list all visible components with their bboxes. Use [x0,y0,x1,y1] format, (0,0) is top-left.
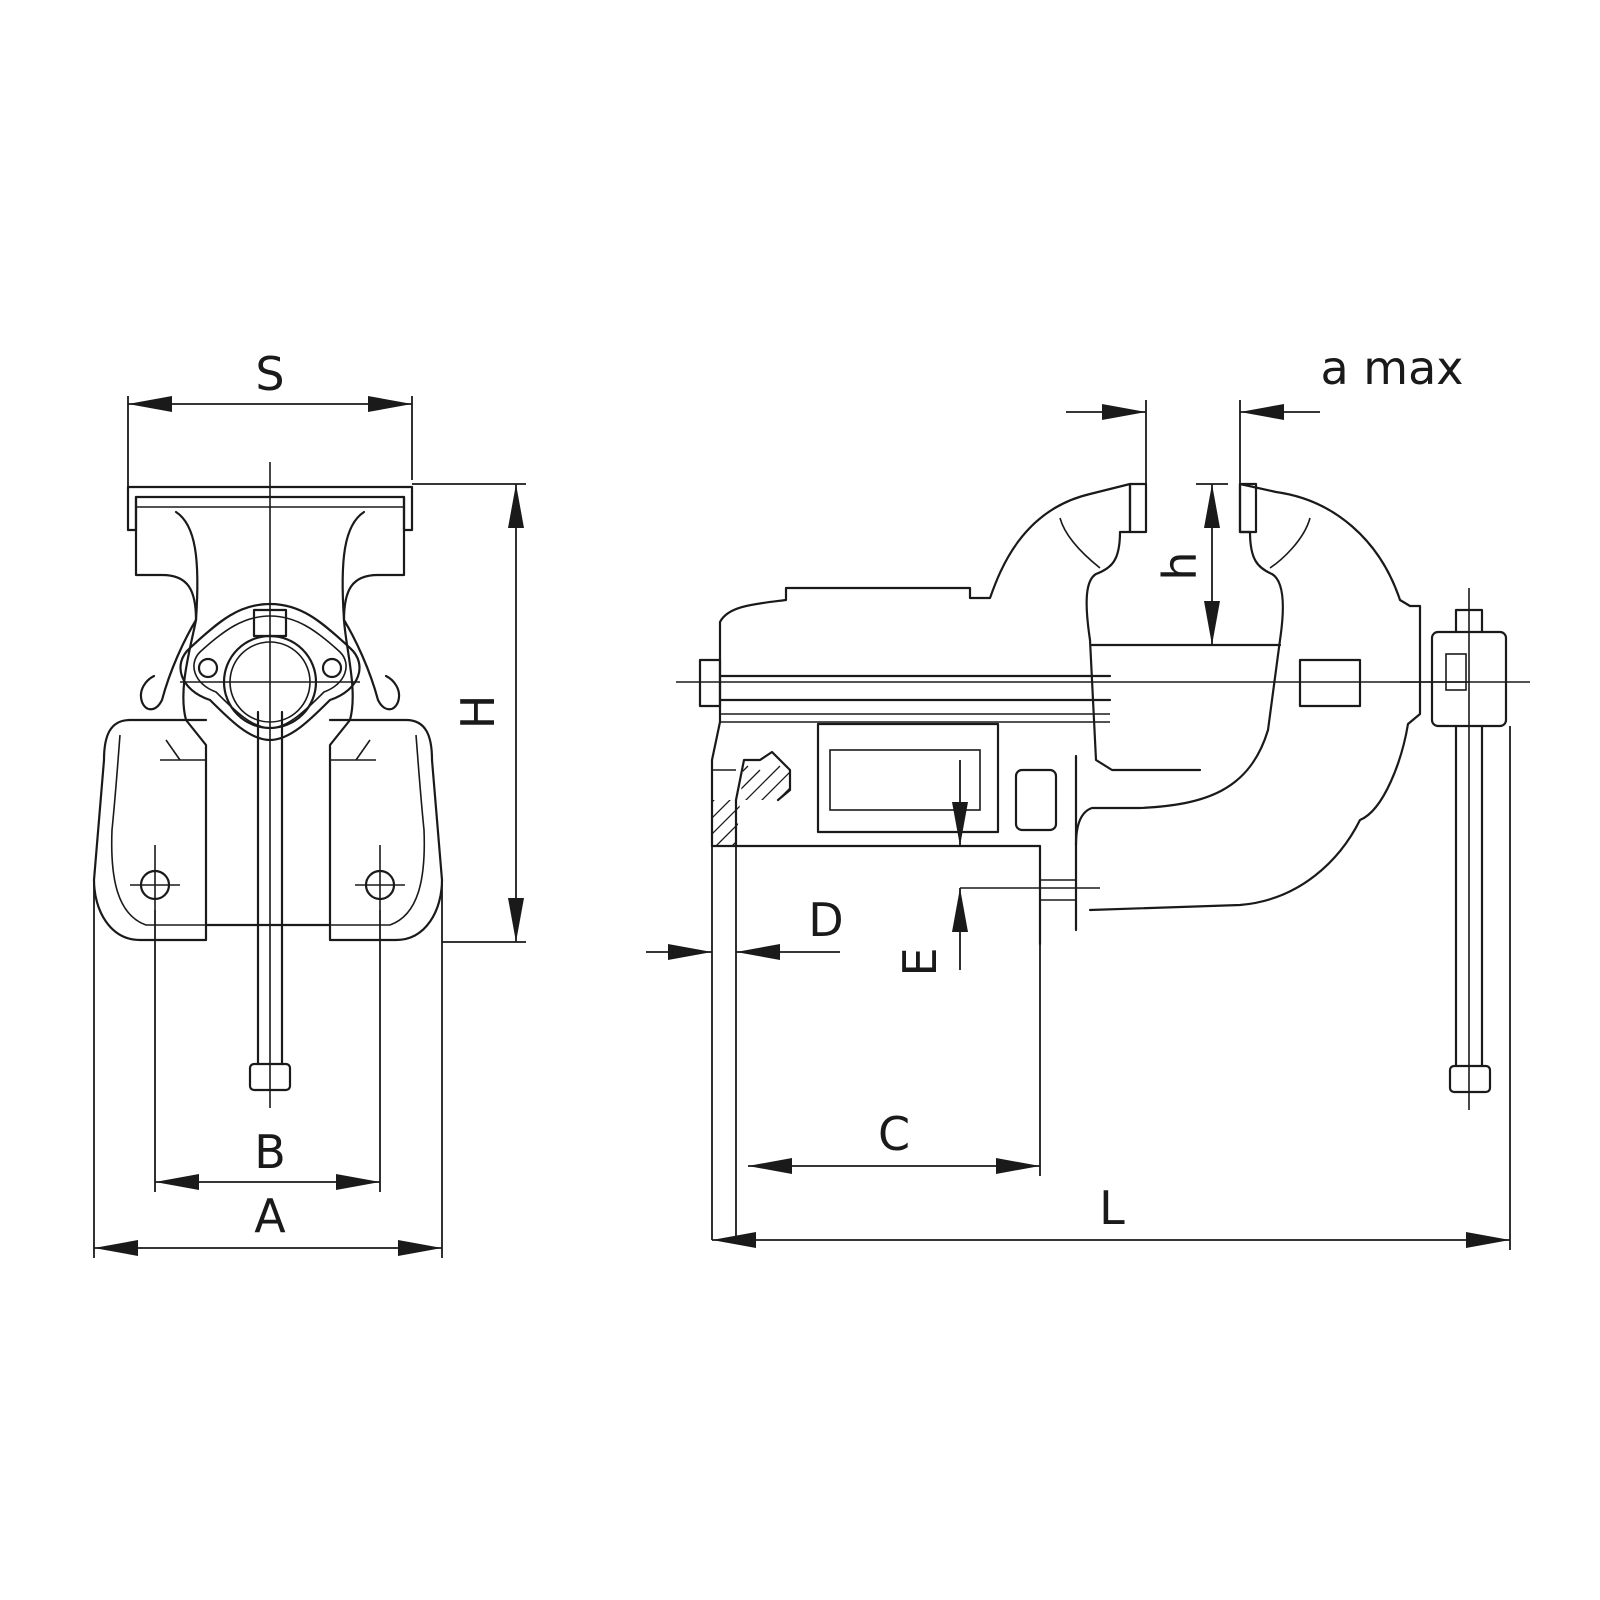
label-A: A [254,1189,286,1243]
label-S: S [255,347,284,401]
label-H: H [451,695,505,730]
label-a-max: a max [1320,341,1463,395]
side-bench-block [710,844,1042,946]
side-jaw-insert-rear [1128,482,1148,534]
dimension-lines [93,396,1511,1258]
label-E: E [893,947,947,976]
label-B: B [254,1125,286,1179]
front-bolt-left [197,657,219,679]
side-slide-window [816,722,1000,834]
label-D: D [808,893,843,947]
label-C: C [878,1107,910,1161]
label-h: h [1153,551,1207,580]
label-L: L [1099,1181,1125,1235]
front-base [92,718,444,942]
front-jaw-head [134,495,406,711]
side-rear-body [718,482,1202,772]
front-handle [256,710,284,1066]
dimension-labels: S H B A a max h D E C L [254,341,1463,1243]
front-view [92,462,444,1108]
side-view [676,482,1530,1110]
side-front-jaw [1074,482,1422,912]
front-body [182,618,354,927]
side-jaw-insert-front [1238,482,1258,534]
side-spindle [698,658,1362,708]
side-handle-knob-bottom [1448,1064,1492,1094]
front-bolt-right [321,657,343,679]
